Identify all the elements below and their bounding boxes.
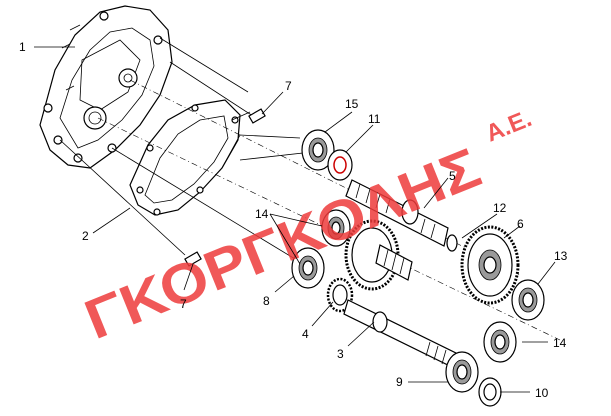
dowel-pin-upper <box>248 108 266 124</box>
callout-15: 15 <box>345 97 359 111</box>
callout-7-upper: 7 <box>285 79 292 93</box>
callout-5: 5 <box>449 169 456 183</box>
gear-cluster <box>344 219 413 291</box>
dowel-pin-lower <box>184 251 202 267</box>
callout-9: 9 <box>396 375 403 389</box>
callout-10: 10 <box>535 386 549 400</box>
cover-gasket <box>129 99 241 216</box>
gear-4 <box>326 277 354 313</box>
bearing-15 <box>301 129 335 171</box>
callout-8: 8 <box>263 294 270 308</box>
callout-labels: 1 2 3 4 5 6 7 7 8 9 10 11 12 13 14 14 15 <box>19 40 568 400</box>
callout-6: 6 <box>517 217 524 231</box>
bearing-14-upper <box>321 209 351 247</box>
bearing-8 <box>291 247 325 289</box>
callout-11: 11 <box>368 112 381 126</box>
oil-seal-10 <box>478 377 502 407</box>
callout-7-lower: 7 <box>180 297 187 311</box>
circlip-12 <box>446 234 458 252</box>
callout-1: 1 <box>19 40 26 54</box>
drive-shaft-3 <box>343 299 463 371</box>
callout-13: 13 <box>554 249 568 263</box>
callout-3: 3 <box>337 347 344 361</box>
watermark-suffix: Α.Ε. <box>482 105 535 148</box>
bearing-14-lower <box>483 321 517 363</box>
callout-14-upper: 14 <box>255 207 269 221</box>
callout-2: 2 <box>82 229 89 243</box>
leader-lines <box>34 46 556 393</box>
guide-line <box>59 37 301 263</box>
bearing-13 <box>511 279 545 321</box>
bearing-9 <box>445 351 479 393</box>
splined-shaft-5 <box>345 179 449 247</box>
callout-14-lower: 14 <box>553 336 567 350</box>
callout-12: 12 <box>493 201 507 215</box>
callout-4: 4 <box>302 327 309 341</box>
oil-seal-11 <box>327 149 353 181</box>
gear-6 <box>460 225 520 305</box>
